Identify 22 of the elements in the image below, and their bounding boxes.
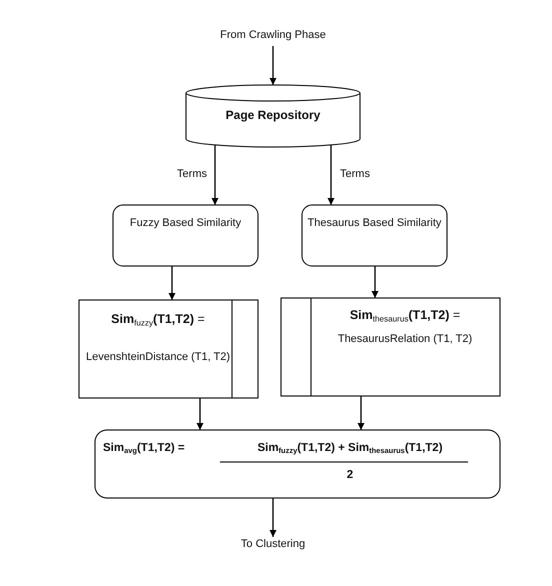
- arrow: [372, 266, 378, 298]
- arrow: [168, 266, 176, 300]
- arrow: [196, 398, 204, 430]
- flow-label: To Clustering: [240, 537, 306, 552]
- formula-text: 2: [346, 468, 354, 483]
- edge-label: Terms: [176, 166, 207, 182]
- arrow: [270, 498, 276, 537]
- node-text: Page Repository: [224, 107, 322, 124]
- arrow: [358, 396, 364, 430]
- edge-label: Terms: [340, 166, 371, 182]
- arrow: [212, 144, 218, 205]
- flow-label: From Crawling Phase: [219, 28, 327, 43]
- node-text: Fuzzy Based Similarity: [128, 216, 242, 231]
- formula-text: Sim$_{avg}$(T1,T2) =: [103, 441, 186, 457]
- arrow: [328, 144, 334, 205]
- node-text: Thesaurus Based Similarity: [306, 216, 442, 231]
- node-text: Sim$_{fuzzy}$(T1,T2) =: [110, 311, 206, 328]
- node-text: Sim$_{thesaurus}$(T1,T2) =: [348, 307, 462, 324]
- node-text: ThesaurusRelation (T1, T2): [336, 332, 474, 347]
- formula-text: Sim$_{fuzzy}$(T1,T2) + Sim$_{thesaurus}$(T1,T2): [256, 441, 444, 457]
- arrow: [270, 46, 276, 85]
- node-text: LevenshteinDistance (T1, T2): [84, 350, 232, 365]
